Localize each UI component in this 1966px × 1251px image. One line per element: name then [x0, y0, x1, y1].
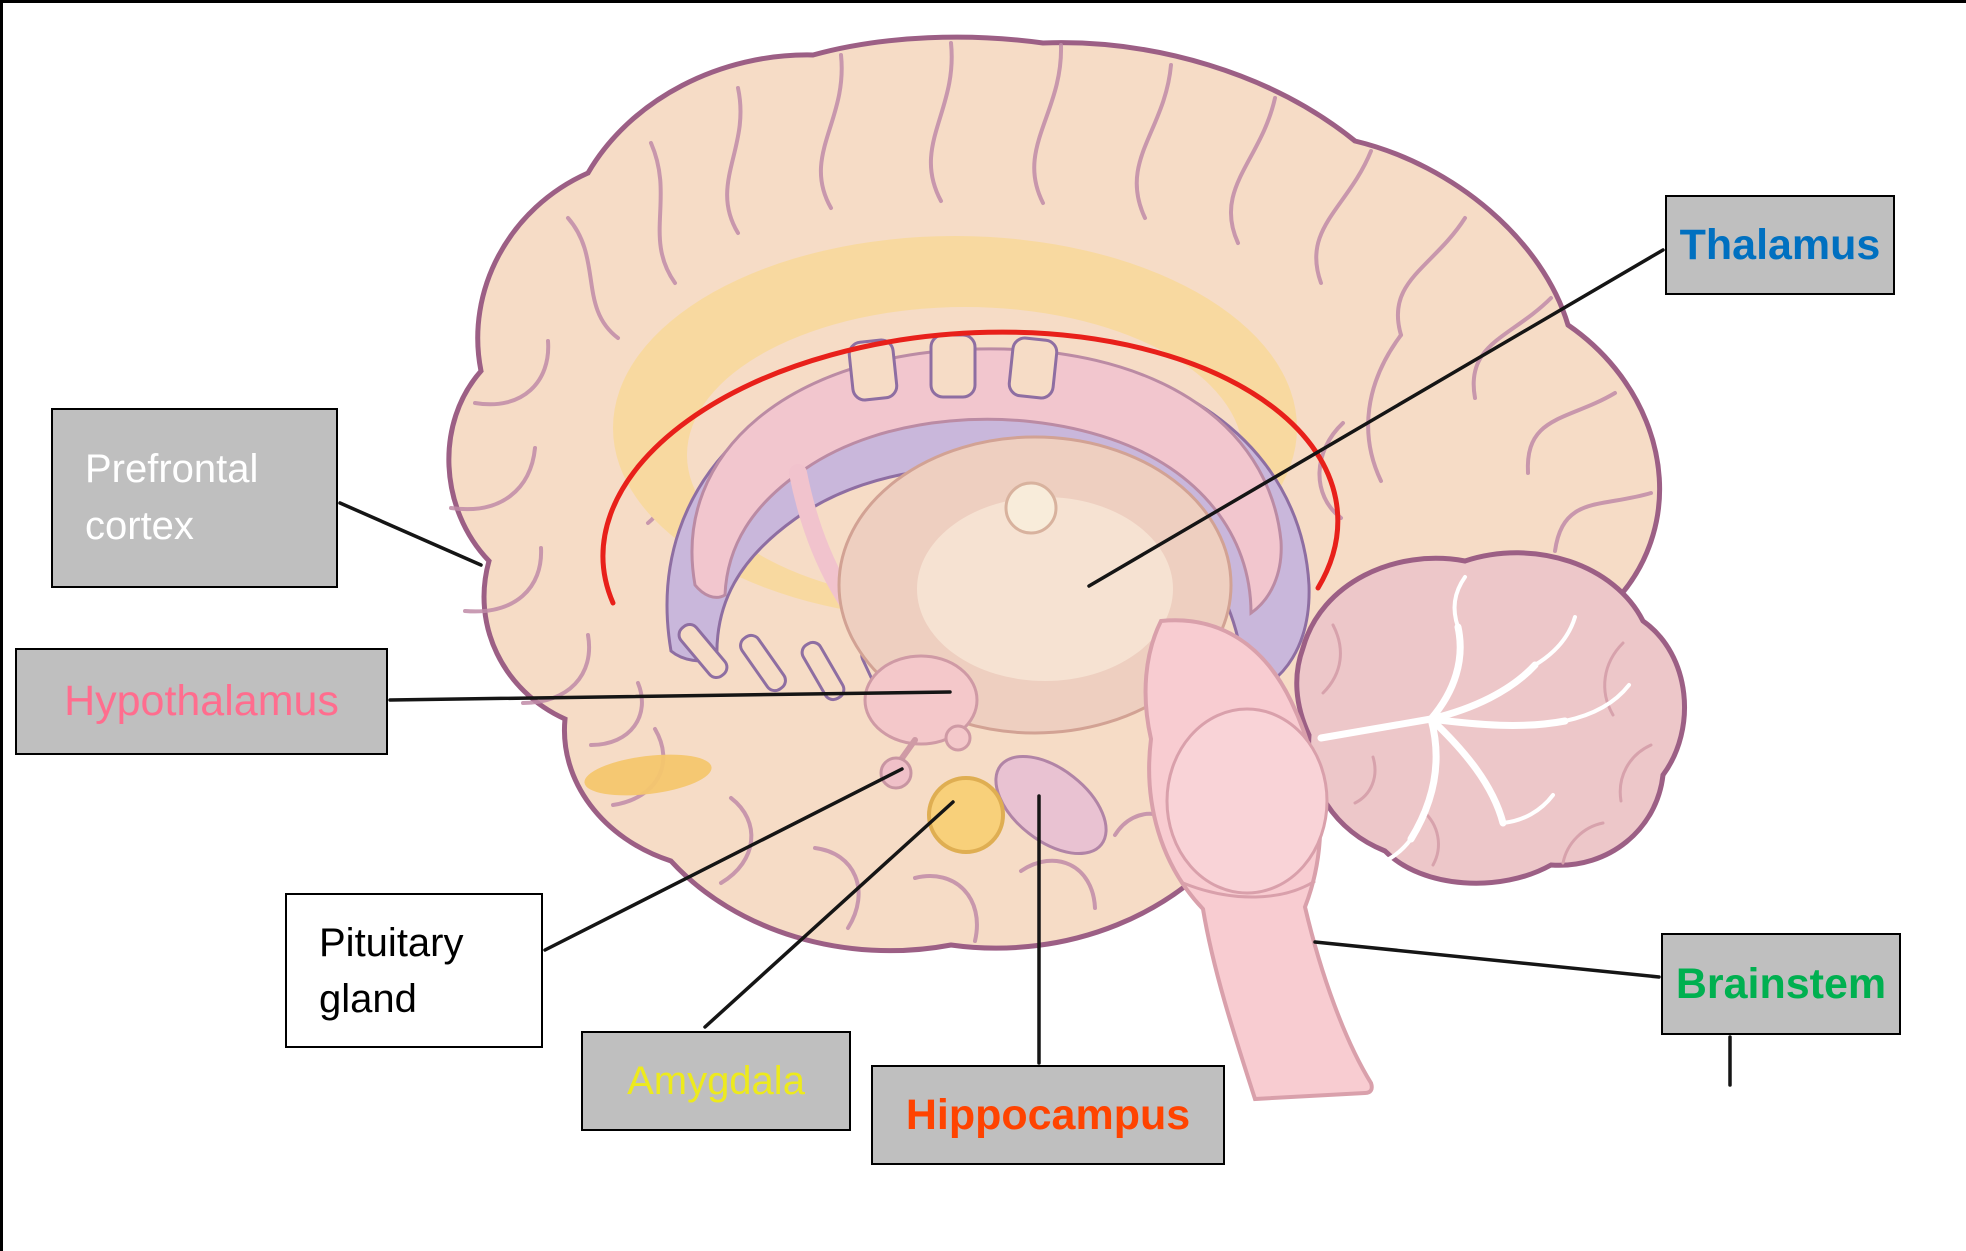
gyri-sulci — [449, 41, 1653, 943]
amygdala-shape — [927, 776, 1005, 854]
thalamus-label-text: Thalamus — [1679, 220, 1881, 269]
prefrontal-cortex-label-text: Prefrontal cortex — [85, 447, 259, 548]
ventricle-slats — [847, 333, 1059, 402]
corpus-callosum-shape — [690, 347, 1283, 616]
hippocampus-label-text: Hippocampus — [905, 1090, 1191, 1139]
connector-prefrontal-cortex — [338, 501, 483, 567]
connector-hypothalamus — [388, 690, 952, 702]
connector-amygdala — [703, 800, 955, 1029]
cerebellum-shape — [1294, 550, 1688, 886]
amygdala-label-text: Amygdala — [627, 1058, 805, 1103]
hypothalamus-label-text: Hypothalamus — [64, 677, 339, 725]
hypothalamus-shape — [863, 654, 979, 752]
brainstem-label-text: Brainstem — [1675, 959, 1887, 1008]
temporal-horn-shape — [584, 754, 712, 796]
red-highlight-ellipse — [600, 329, 1341, 606]
label-thalamus: Thalamus — [1665, 195, 1895, 295]
label-hippocampus: Hippocampus — [871, 1065, 1225, 1165]
label-pituitary-gland: Pituitary gland — [285, 893, 543, 1048]
hippocampus-shape — [994, 754, 1108, 856]
label-hypothalamus: Hypothalamus — [15, 648, 388, 755]
arbor-vitae — [1317, 575, 1631, 869]
label-brainstem: Brainstem — [1661, 933, 1901, 1035]
label-prefrontal-cortex: Prefrontal cortex — [51, 408, 338, 588]
connector-thalamus — [1087, 248, 1665, 588]
brain-illustration — [338, 34, 1732, 1102]
connector-brainstem — [1313, 940, 1661, 979]
pituitary-gland-label-text: Pituitary gland — [319, 920, 464, 1021]
brainstem-shape — [1143, 618, 1374, 1102]
connector-pituitary-gland — [543, 767, 904, 952]
connector-lines — [338, 248, 1732, 1087]
label-amygdala: Amygdala — [581, 1031, 851, 1131]
